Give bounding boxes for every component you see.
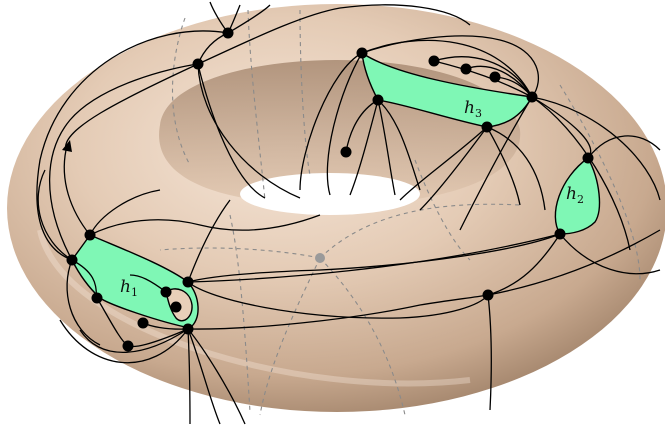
- center-point: [315, 253, 325, 263]
- label-h3: h3: [464, 98, 482, 120]
- edge: [433, 60, 533, 98]
- guide-line: [299, 9, 311, 176]
- region-h2: [554, 156, 601, 235]
- arrowhead-icon: [62, 140, 72, 152]
- edge: [65, 63, 199, 151]
- edge: [377, 99, 421, 191]
- edge: [559, 233, 661, 275]
- edge: [487, 229, 661, 296]
- edge: [187, 294, 489, 330]
- edge: [326, 52, 363, 196]
- edge: [37, 169, 73, 261]
- guide-line: [229, 214, 251, 413]
- label-h1: h1: [120, 277, 138, 299]
- edge: [345, 99, 379, 153]
- guide-line: [159, 247, 321, 259]
- edge: [63, 149, 91, 236]
- edge: [361, 39, 533, 98]
- vertex: [137, 317, 149, 329]
- vertex: [170, 301, 182, 313]
- vertex: [372, 94, 384, 106]
- edge: [66, 259, 101, 346]
- guide-line: [247, 9, 266, 201]
- edge: [187, 328, 191, 425]
- label-h2: h2: [566, 184, 584, 206]
- vertex: [482, 289, 494, 301]
- edge: [433, 56, 533, 98]
- vertex: [182, 323, 194, 335]
- edge: [187, 233, 561, 283]
- edge: [187, 199, 231, 283]
- guide-line: [319, 203, 521, 259]
- edge: [79, 328, 189, 354]
- vertex: [481, 121, 493, 133]
- vertex: [182, 276, 194, 288]
- vertex: [340, 146, 352, 158]
- edge: [36, 30, 229, 261]
- edge: [587, 135, 661, 159]
- guide-line: [414, 159, 471, 261]
- guide-line: [559, 84, 641, 281]
- vertex: [91, 292, 103, 304]
- vertex: [66, 254, 78, 266]
- edge: [197, 4, 471, 65]
- edge: [486, 126, 521, 206]
- vertex: [428, 55, 440, 67]
- edge: [49, 63, 199, 261]
- vertex: [460, 63, 472, 75]
- edge: [487, 233, 561, 296]
- vertex: [84, 229, 96, 241]
- guide-line: [172, 17, 191, 166]
- edge: [459, 96, 533, 231]
- vertex: [554, 228, 566, 240]
- vertex: [526, 91, 538, 103]
- edge: [197, 63, 301, 199]
- edge: [187, 328, 221, 425]
- vertex: [192, 58, 204, 70]
- edge: [419, 126, 488, 211]
- vertex: [356, 47, 368, 59]
- vertex: [222, 27, 234, 39]
- edge: [531, 96, 661, 201]
- edge: [399, 126, 488, 201]
- vertices: [66, 27, 594, 352]
- edge: [377, 99, 396, 196]
- edges: [36, 1, 661, 425]
- vertex: [122, 340, 134, 352]
- edge: [486, 126, 546, 211]
- edge: [187, 233, 561, 283]
- edge: [89, 189, 161, 236]
- edge: [349, 99, 379, 196]
- edge: [59, 319, 189, 364]
- edge: [487, 294, 492, 411]
- edge: [299, 52, 363, 191]
- edge: [227, 4, 271, 34]
- vertex: [582, 152, 594, 164]
- edge: [89, 214, 321, 236]
- edge: [187, 328, 246, 425]
- edge: [187, 281, 489, 319]
- edge: [531, 96, 631, 251]
- edge: [197, 63, 266, 199]
- vertex: [160, 286, 172, 298]
- vertex: [489, 71, 501, 83]
